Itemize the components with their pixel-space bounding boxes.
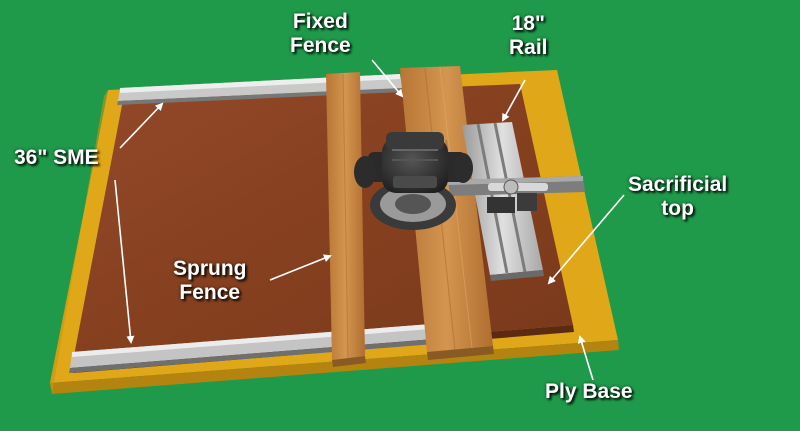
label-sme: 36" SME [14, 146, 99, 170]
label-ply-base-text: Ply Base [545, 380, 633, 403]
arrow-sme-top [119, 102, 164, 149]
label-sacrificial-top-line1: Sacrificial [628, 173, 728, 196]
label-fixed-fence-line2: Fence [290, 34, 351, 57]
arrow-sme-bottom [114, 179, 135, 344]
label-rail-line2: Rail [509, 36, 548, 59]
annotation-arrows [114, 59, 625, 381]
label-sacrificial-top: Sacrificial top [628, 173, 727, 221]
label-rail: 18" Rail [509, 12, 548, 60]
label-sprung-fence-line2: Fence [179, 281, 241, 304]
label-fixed-fence: Fixed Fence [290, 10, 351, 58]
label-fixed-fence-line1: Fixed [292, 10, 348, 33]
label-sme-text: 36" SME [14, 146, 99, 169]
arrow-rail [502, 79, 526, 122]
arrow-sacrificial-top [547, 194, 625, 285]
sprung-fence [326, 72, 366, 367]
sme-rail-bottom [69, 321, 472, 373]
router [354, 132, 473, 230]
router-arm [448, 176, 585, 213]
arrow-sprung-fence [269, 254, 332, 281]
label-rail-line1: 18" [511, 12, 545, 35]
label-sprung-fence-line1: Sprung [173, 257, 247, 280]
label-sprung-fence: Sprung Fence [173, 257, 247, 305]
label-ply-base: Ply Base [545, 380, 633, 404]
arrow-fixed-fence [371, 59, 404, 98]
label-sacrificial-top-line2: top [661, 197, 694, 220]
arrow-ply-base [577, 335, 594, 381]
